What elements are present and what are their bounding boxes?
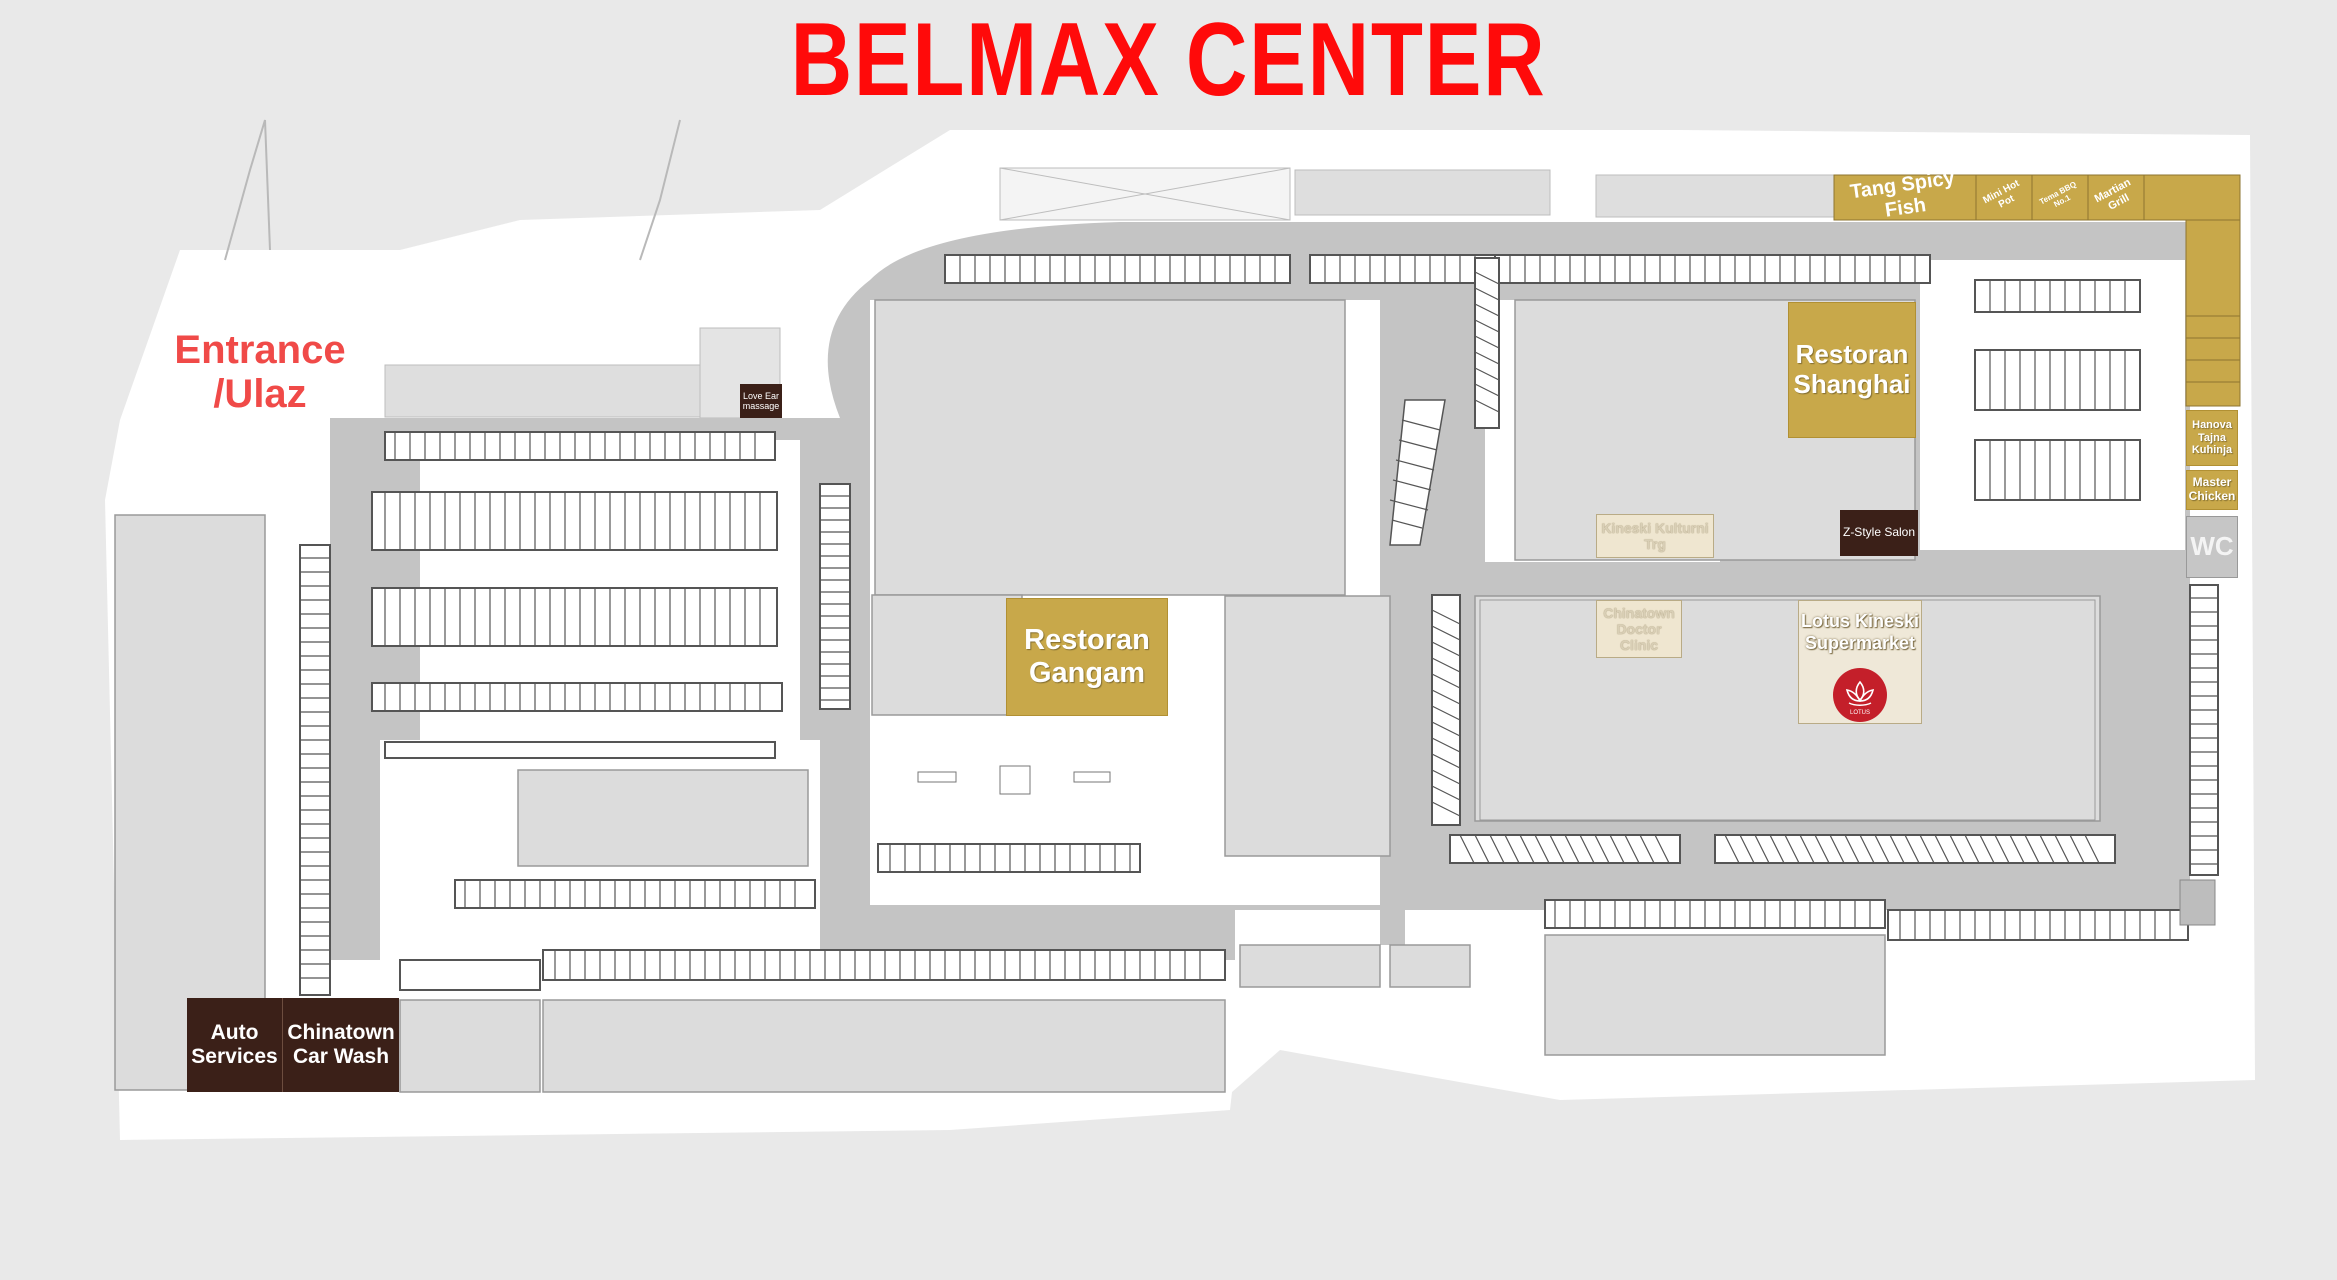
entrance-label: Entrance /Ulaz [140, 322, 380, 422]
map-title: BELMAX CENTER [790, 2, 1547, 119]
lotus-logo-text: LOTUS [1850, 710, 1870, 716]
lotus-logo-graphic: LOTUS [1845, 680, 1875, 716]
kineski-kulturni-trg[interactable]: Kineski Kulturni Trg [1596, 514, 1714, 558]
building-south-long [542, 999, 1226, 1093]
lotus-kineski-supermarket[interactable]: Lotus Kineski Supermarket LOTUS [1798, 600, 1922, 724]
building-north-mid [1294, 169, 1551, 216]
auto-services[interactable]: Auto Services [187, 998, 283, 1092]
building-gangam-block [871, 594, 1023, 716]
lotus-supermarket-label: Lotus Kineski Supermarket [1800, 611, 1920, 653]
entrance-label-line2: /Ulaz [213, 372, 307, 416]
restaurant-row [1833, 174, 2241, 407]
z-style-salon[interactable]: Z-Style Salon [1840, 510, 1918, 556]
restoran-gangam[interactable]: Restoran Gangam [1006, 598, 1168, 716]
building-west-long [114, 514, 266, 1091]
master-chicken[interactable]: Master Chicken [2186, 470, 2238, 510]
lotus-flower-icon: LOTUS [1833, 668, 1887, 723]
building-centre-east [1224, 595, 1391, 857]
wc-restroom[interactable]: WC [2186, 516, 2238, 578]
hanova-tajna-kuhinja[interactable]: Hanova Tajna Kuhinja [2186, 410, 2238, 466]
building-south-east [1544, 934, 1886, 1056]
entrance-label-line1: Entrance [174, 328, 346, 372]
restoran-shanghai[interactable]: Restoran Shanghai [1788, 302, 1916, 438]
parking-stalls [299, 254, 2219, 996]
love-ear-massage[interactable]: Love Ear massage [740, 384, 782, 418]
building-central-north [874, 299, 1346, 596]
building-south-mid [517, 769, 809, 867]
building-supermarket [1474, 595, 2101, 822]
access-road-outline [224, 119, 271, 261]
chinatown-car-wash[interactable]: Chinatown Car Wash [283, 998, 399, 1092]
chinatown-doctor-clinic[interactable]: Chinatown Doctor Clinic [1596, 600, 1682, 658]
building-north-left [384, 364, 711, 418]
